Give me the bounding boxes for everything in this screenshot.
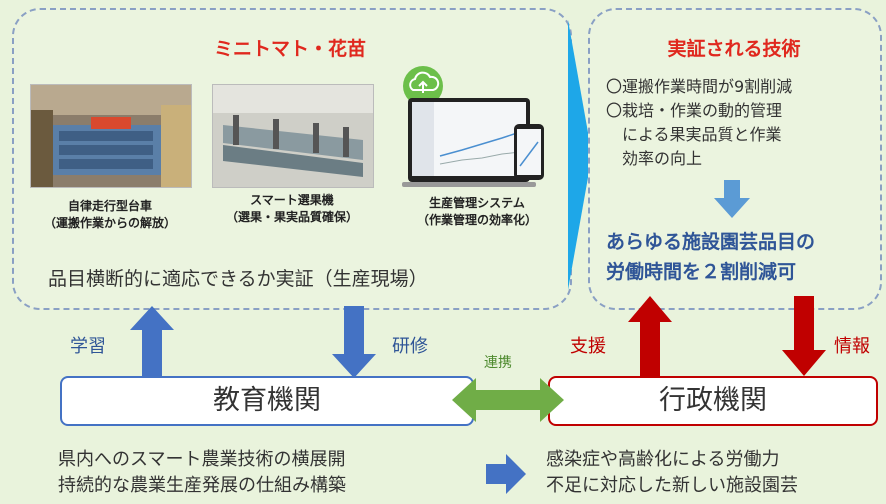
- autonomous-cart-photo: [30, 84, 192, 188]
- demo-footer: 品目横断的に適応できるか実証（生産現場）: [48, 268, 428, 290]
- tech-line-4: 効率の向上: [606, 149, 703, 168]
- education-outcome-line-2: 持続的な農業生産発展の仕組み構築: [58, 475, 346, 496]
- demo-title: ミニトマト・花苗: [213, 38, 366, 60]
- education-outcome-line-1: 県内へのスマート農業技術の横展開: [58, 449, 346, 470]
- down-arrow-icon: [714, 180, 750, 218]
- tech-title: 実証される技術: [667, 38, 801, 60]
- tech-line-3: による果実品質と作業: [606, 125, 782, 144]
- cart-sub: （運搬作業からの解放）: [43, 216, 176, 230]
- info-label: 情報: [834, 336, 870, 357]
- outcome-right-arrow-icon: [486, 454, 526, 494]
- sorter-sub: （選果・果実品質確保）: [225, 210, 358, 224]
- system-sub: （作業管理の効率化）: [416, 213, 537, 227]
- production-system-image: [392, 60, 558, 192]
- tech-result-line-1: あらゆる施設園芸品目の: [606, 231, 816, 253]
- technology-panel: [588, 8, 882, 310]
- sorter-caption: スマート選果機 （選果・果実品質確保）: [196, 192, 388, 226]
- support-label: 支援: [570, 336, 606, 357]
- administration-org-box: 行政機関: [548, 376, 878, 426]
- learn-up-arrow-icon: [130, 306, 174, 378]
- training-down-arrow-icon: [332, 306, 376, 378]
- tech-line-2: 〇栽培・作業の動的管理: [606, 101, 783, 120]
- admin-outcome-line-2: 不足に対応した新しい施設園芸: [546, 475, 798, 496]
- info-down-arrow-icon: [782, 296, 826, 376]
- learn-label: 学習: [70, 336, 106, 357]
- support-up-arrow-icon: [628, 296, 672, 376]
- system-name: 生産管理システム: [429, 196, 525, 210]
- training-label: 研修: [392, 336, 428, 357]
- cooperation-label: 連携: [484, 355, 512, 371]
- cooperation-double-arrow-icon: [452, 378, 564, 422]
- system-caption: 生産管理システム （作業管理の効率化）: [386, 195, 568, 229]
- admin-outcome-line-1: 感染症や高齢化による労働力: [546, 449, 780, 470]
- right-arrow-icon: [568, 20, 592, 290]
- education-org-box: 教育機関: [60, 376, 474, 426]
- smart-sorter-photo: [212, 84, 374, 188]
- tech-result-line-2: 労働時間を２割削減可: [606, 261, 797, 283]
- cart-caption: 自律走行型台車 （運搬作業からの解放）: [12, 198, 208, 232]
- tech-line-1: 〇運搬作業時間が9割削減: [606, 77, 793, 96]
- sorter-name: スマート選果機: [250, 193, 334, 207]
- cart-name: 自律走行型台車: [67, 199, 152, 213]
